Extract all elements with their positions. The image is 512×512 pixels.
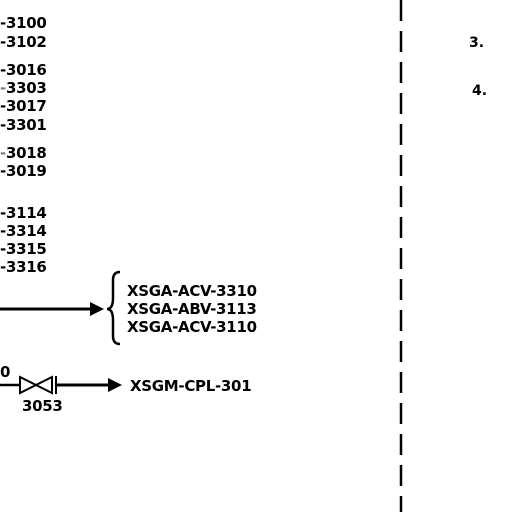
bracket-tag-list: XSGA-ACV-3310 XSGA-ABV-3113 XSGA-ACV-311… [127,282,257,336]
bracket-tag-acv-3110: XSGA-ACV-3110 [127,318,257,336]
tag-3017: -3017 [0,97,47,115]
bracket-flow-arrow [0,302,104,316]
step-number-3: 3. [469,35,484,51]
tag-3316: -3316 [0,258,47,276]
curly-bracket-icon [106,270,121,346]
left-tag-list: -3100 -3102 -3016 -3303 -3017 -3301 -301… [0,14,47,276]
tag-3019: -3019 [0,162,47,180]
gate-valve-icon [19,375,57,395]
tag-3303: -3303 [0,79,47,97]
tag-3100: -3100 [0,14,47,32]
valve-number: 3053 [22,397,63,415]
tag-3018: -3018 [0,144,47,162]
arrowhead-icon [90,302,104,316]
bracket-tag-acv-3310: XSGA-ACV-3310 [127,282,257,300]
tag-3301: -3301 [0,116,47,134]
tag-3114: -3114 [0,204,47,222]
tag-3315: -3315 [0,240,47,258]
bracket-tag-abv-3113: XSGA-ABV-3113 [127,300,257,318]
valve-left-label: 0 [0,363,10,381]
destination-tag: XSGM-CPL-301 [130,377,251,395]
arrowhead-icon [108,378,122,392]
valve-flow-line: 0 3053 XSGM-CPL-301 [0,363,252,415]
tag-3016: -3016 [0,61,47,79]
step-number-4: 4. [472,83,487,99]
tag-3102: -3102 [0,33,47,51]
tag-3314: -3314 [0,222,47,240]
